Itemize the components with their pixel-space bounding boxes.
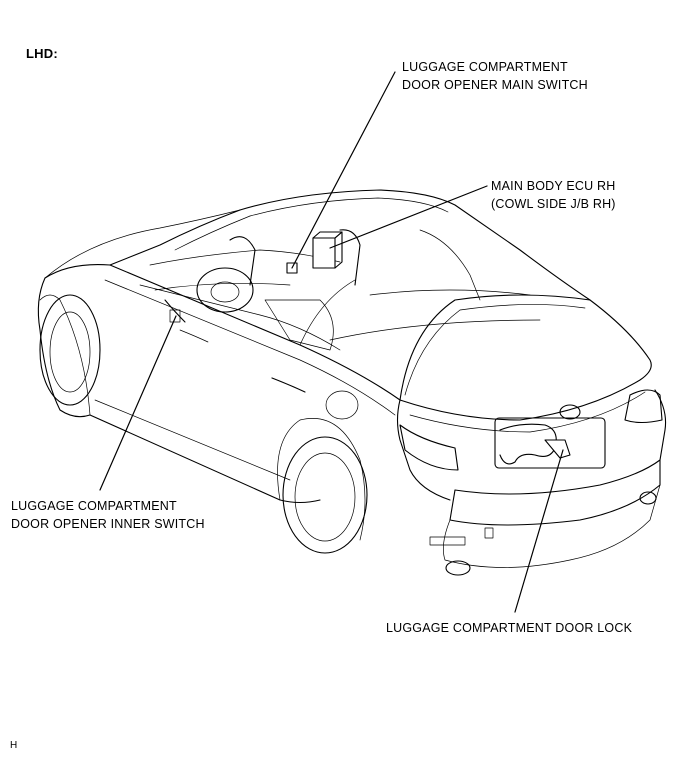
inner-switch-label-line2: DOOR OPENER INNER SWITCH: [11, 517, 205, 531]
car-interior: [139, 229, 571, 465]
body-ecu-label-line1: MAIN BODY ECU RH: [491, 179, 616, 193]
figure-code: H: [10, 740, 18, 751]
leader-lines: [99, 71, 564, 613]
main-switch-label-line1: LUGGAGE COMPARTMENT: [402, 60, 568, 74]
body-ecu-rh: [312, 231, 343, 269]
region-label: LHD:: [26, 46, 58, 61]
body-ecu-label-line2: (COWL SIDE J/B RH): [491, 197, 616, 211]
main-switch-label: LUGGAGE COMPARTMENT DOOR OPENER MAIN SWI…: [402, 58, 588, 94]
main-switch-label-line2: DOOR OPENER MAIN SWITCH: [402, 78, 588, 92]
car-body-outline: [37, 189, 667, 576]
door-lock-label: LUGGAGE COMPARTMENT DOOR LOCK: [386, 621, 633, 635]
body-ecu-label: MAIN BODY ECU RH (COWL SIDE J/B RH): [491, 177, 616, 213]
inner-switch-label: LUGGAGE COMPARTMENT DOOR OPENER INNER SW…: [11, 497, 205, 533]
inner-switch-label-line1: LUGGAGE COMPARTMENT: [11, 499, 177, 513]
